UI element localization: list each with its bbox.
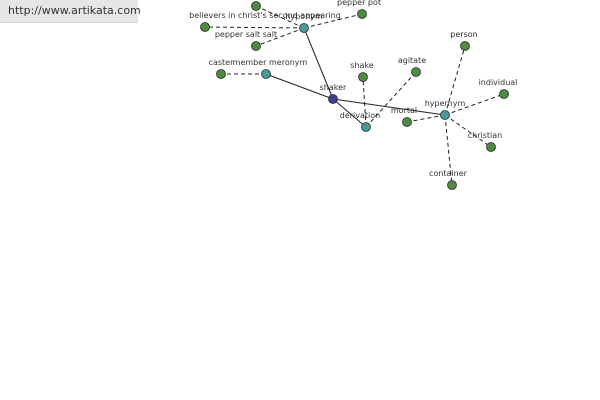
nodes bbox=[200, 1, 509, 190]
leaf-node-shake-label[interactable]: shake bbox=[350, 61, 373, 70]
edge-agitate bbox=[365, 71, 417, 128]
leaf-node-individual[interactable] bbox=[499, 89, 509, 99]
leaf-node-caster-label[interactable]: caster bbox=[209, 58, 235, 67]
leaf-node-mortal-label[interactable]: mortal bbox=[391, 106, 417, 115]
leaf-node-top-node[interactable] bbox=[251, 1, 261, 11]
relation-node-derivation-label[interactable]: derivation bbox=[340, 111, 380, 120]
leaf-node-pepper-salt-label[interactable]: pepper salt salt bbox=[215, 30, 277, 39]
relation-node-hyponym-label[interactable]: hyponym bbox=[285, 12, 323, 21]
edge-believers bbox=[204, 26, 305, 29]
leaf-node-agitate[interactable] bbox=[411, 67, 421, 77]
relation-node-hyponym[interactable] bbox=[299, 23, 309, 33]
edge-pepper_salt bbox=[255, 27, 305, 47]
leaf-node-container[interactable] bbox=[447, 180, 457, 190]
edge-person bbox=[444, 45, 466, 116]
leaf-node-pepper-pot-label[interactable]: pepper pot bbox=[337, 0, 381, 7]
edge-member_meronym bbox=[265, 73, 334, 100]
relation-node-member-meronym[interactable] bbox=[261, 69, 271, 79]
relation-node-hypernym-label[interactable]: hypernym bbox=[425, 99, 466, 108]
watermark-box: http://www.artikata.com bbox=[0, 0, 141, 23]
leaf-node-agitate-label[interactable]: agitate bbox=[398, 56, 426, 65]
leaf-node-believers[interactable] bbox=[200, 22, 210, 32]
edge-derivation bbox=[332, 98, 367, 128]
edge-shake bbox=[362, 76, 367, 128]
edge-christian bbox=[444, 114, 492, 148]
center-node-shaker-label[interactable]: shaker bbox=[320, 83, 347, 92]
leaf-node-container-label[interactable]: container bbox=[429, 169, 468, 178]
leaf-node-pepper-salt[interactable] bbox=[251, 41, 261, 51]
edge-individual bbox=[444, 93, 505, 116]
watermark-url[interactable]: http://www.artikata.com bbox=[8, 4, 141, 17]
leaf-node-person[interactable] bbox=[460, 41, 470, 51]
center-node-shaker[interactable] bbox=[328, 94, 338, 104]
relation-node-hypernym[interactable] bbox=[440, 110, 450, 120]
edges bbox=[204, 5, 505, 186]
edge-mortal bbox=[406, 114, 446, 123]
leaf-node-christian[interactable] bbox=[486, 142, 496, 152]
edge-hypernym bbox=[332, 98, 446, 116]
leaf-node-christian-label[interactable]: christian bbox=[468, 131, 502, 140]
leaf-node-believers-label[interactable]: believers in christ's second appearing bbox=[189, 11, 341, 20]
labels: believers in christ's second appearing pe… bbox=[189, 0, 517, 178]
leaf-node-shake[interactable] bbox=[358, 72, 368, 82]
leaf-node-person-label[interactable]: person bbox=[450, 30, 477, 39]
edge-hyponym bbox=[303, 27, 334, 100]
relation-node-member-meronym-label[interactable]: member meronym bbox=[233, 58, 308, 67]
relation-node-derivation[interactable] bbox=[361, 122, 371, 132]
leaf-node-caster[interactable] bbox=[216, 69, 226, 79]
edge-top_node bbox=[255, 5, 305, 29]
leaf-node-pepper-pot[interactable] bbox=[357, 9, 367, 19]
edge-pepper_pot bbox=[303, 13, 363, 29]
edge-container bbox=[444, 114, 453, 186]
leaf-node-mortal[interactable] bbox=[402, 117, 412, 127]
leaf-node-individual-label[interactable]: individual bbox=[479, 78, 518, 87]
